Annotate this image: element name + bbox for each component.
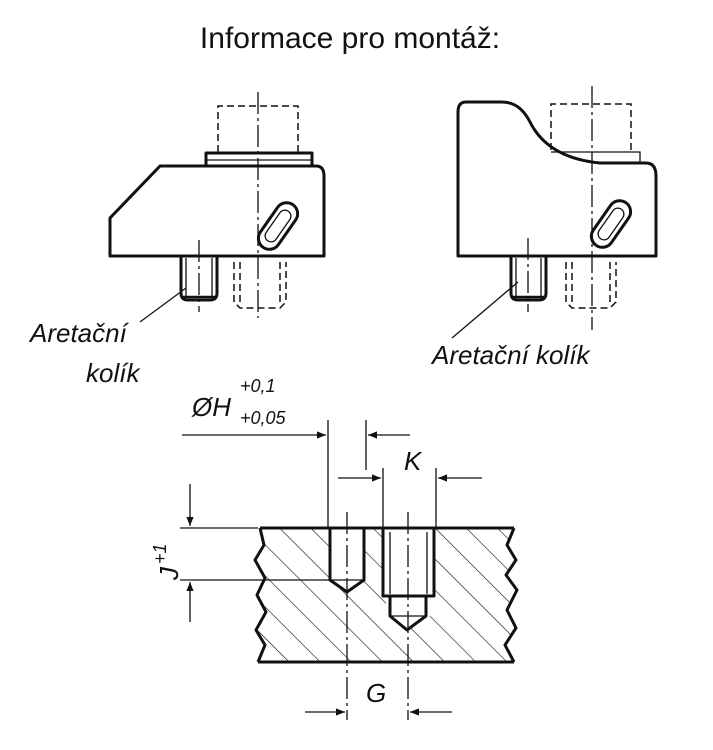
dim-H <box>182 420 410 528</box>
left-screw-dashed <box>217 105 299 152</box>
dim-H-tol-lower: +0,05 <box>240 408 287 428</box>
left-clamp-body <box>108 164 326 258</box>
dim-J-label: J <box>154 566 184 581</box>
dim-J <box>180 484 330 622</box>
right-pin-leader <box>451 281 519 339</box>
left-pin-leader <box>139 287 187 323</box>
right-slot <box>589 199 633 249</box>
left-slot <box>256 201 300 251</box>
left-screw-lower <box>233 262 287 309</box>
right-screw-dashed <box>550 103 632 150</box>
dim-G-label: G <box>366 678 386 708</box>
right-clamp <box>451 86 658 339</box>
dim-K <box>338 468 482 528</box>
dim-H-tol-upper: +0,1 <box>240 376 276 396</box>
right-pin-label: Aretační kolík <box>430 340 592 370</box>
right-clamp-body <box>456 100 658 258</box>
left-clamp <box>108 92 326 323</box>
section-plate <box>253 526 519 664</box>
page-title: Informace pro montáž: <box>200 22 500 55</box>
left-pin-label-line2: kolík <box>86 358 141 388</box>
right-screw-lower <box>565 262 617 309</box>
left-pin-label-line1: Aretační <box>28 318 130 348</box>
dim-K-label: K <box>404 446 423 476</box>
dim-J-tol: +1 <box>150 543 170 564</box>
dim-H-label: ØH <box>191 392 231 422</box>
